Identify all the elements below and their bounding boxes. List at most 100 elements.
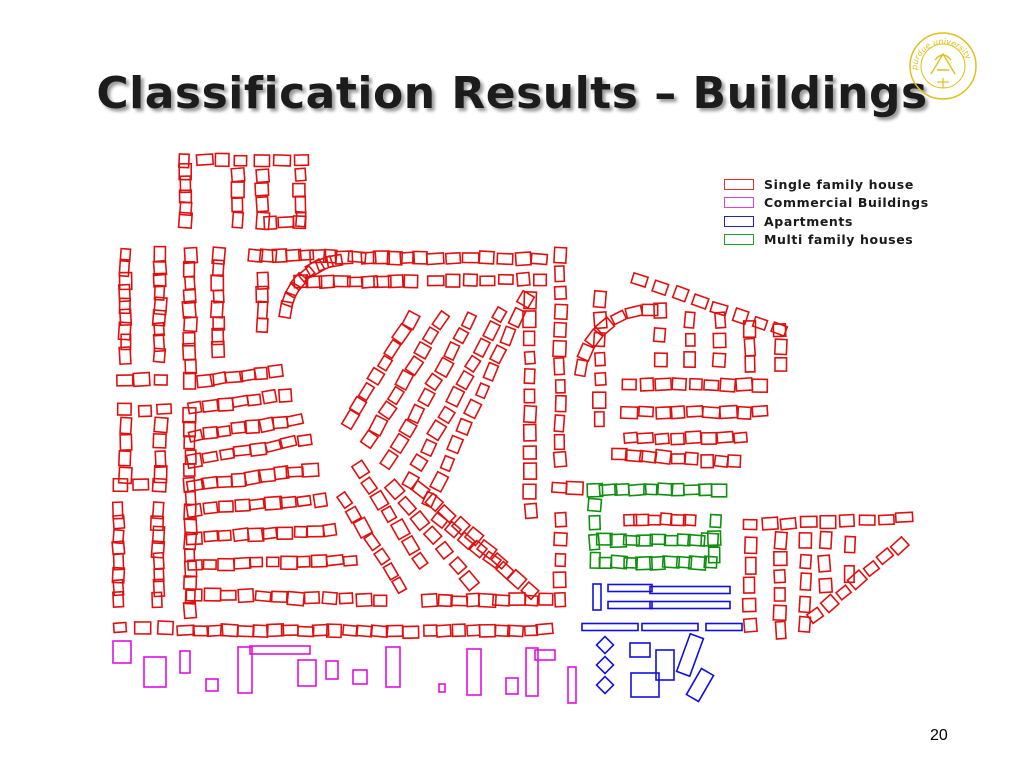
building-footprint	[682, 513, 697, 527]
building-footprint	[357, 381, 376, 402]
building-footprint	[522, 445, 538, 460]
building-footprint	[380, 505, 398, 524]
building-footprint	[713, 454, 729, 468]
building-footprint	[182, 331, 196, 347]
building-footprint	[277, 388, 293, 403]
building-footprint	[598, 556, 613, 570]
building-footprint	[258, 248, 278, 264]
building-footprint	[202, 501, 219, 515]
building-footprint	[182, 406, 197, 424]
building-footprint	[294, 210, 307, 228]
building-footprint	[438, 683, 446, 693]
building-footprint	[267, 363, 284, 379]
building-footprint	[278, 300, 294, 320]
building-footprint	[715, 430, 735, 444]
building-footprint	[685, 667, 715, 703]
building-footprint	[390, 322, 413, 346]
building-footprint	[478, 250, 495, 265]
building-footprint	[352, 669, 368, 685]
building-footprint	[652, 327, 667, 343]
building-footprint	[292, 182, 306, 198]
building-footprint	[434, 540, 455, 561]
building-footprint	[260, 526, 278, 541]
building-footprint	[276, 526, 294, 540]
building-footprint	[137, 404, 153, 418]
building-footprint	[230, 181, 245, 199]
building-footprint	[455, 417, 473, 437]
building-footprint	[344, 505, 363, 524]
building-footprint	[359, 429, 380, 450]
building-footprint	[264, 439, 283, 454]
building-footprint	[654, 432, 670, 446]
building-footprint	[877, 514, 896, 526]
legend-swatch	[724, 197, 754, 209]
legend-swatch	[724, 215, 754, 227]
building-footprint	[231, 394, 250, 409]
building-footprint	[285, 248, 302, 263]
building-footprint	[112, 477, 129, 493]
building-footprint	[185, 452, 204, 470]
building-footprint	[713, 311, 727, 330]
building-footprint	[591, 391, 607, 410]
building-footprint	[249, 645, 311, 655]
building-footprint	[305, 275, 323, 289]
building-footprint	[624, 448, 644, 463]
building-footprint	[422, 624, 438, 637]
building-footprint	[355, 592, 373, 608]
building-footprint	[751, 404, 769, 418]
building-footprint	[592, 311, 608, 330]
building-footprint	[818, 577, 834, 594]
building-footprint	[671, 377, 688, 392]
building-footprint	[581, 622, 639, 632]
building-footprint	[350, 459, 371, 480]
building-footprint	[627, 483, 648, 497]
building-footprint	[352, 516, 374, 540]
building-footprint	[334, 250, 354, 265]
building-footprint	[450, 595, 469, 607]
building-footprint	[153, 568, 165, 583]
building-footprint	[433, 356, 455, 379]
building-footprint	[342, 555, 359, 567]
building-footprint	[685, 405, 704, 418]
building-footprint	[522, 310, 537, 329]
building-footprint	[444, 251, 462, 265]
building-footprint	[462, 273, 479, 287]
building-footprint	[889, 535, 911, 557]
building-footprint	[624, 304, 644, 320]
building-footprint	[252, 624, 269, 639]
building-footprint	[593, 411, 605, 428]
building-footprint	[594, 315, 616, 337]
building-footprint	[185, 531, 203, 546]
building-footprint	[732, 431, 749, 444]
building-footprint	[210, 274, 225, 292]
building-footprint	[285, 412, 305, 428]
building-footprint	[201, 450, 219, 464]
building-footprint	[178, 201, 193, 217]
building-footprint	[622, 534, 641, 547]
building-footprint	[623, 556, 639, 569]
building-footprint	[553, 303, 569, 321]
building-footprint	[462, 398, 483, 420]
building-footprint	[118, 258, 131, 278]
building-footprint	[309, 249, 327, 264]
building-footprint	[697, 483, 713, 497]
building-footprint	[256, 300, 269, 320]
building-footprint	[219, 589, 237, 601]
building-footprint	[707, 546, 721, 564]
building-footprint	[254, 590, 272, 603]
building-footprint	[183, 516, 198, 536]
building-footprint	[468, 539, 489, 559]
building-footprint	[445, 273, 461, 288]
building-footprint	[472, 337, 492, 359]
building-footprint	[217, 557, 236, 572]
building-footprint	[111, 501, 124, 520]
building-footprint	[846, 569, 869, 591]
building-footprint	[567, 666, 577, 704]
building-footprint	[373, 594, 388, 607]
building-footprint	[296, 494, 312, 508]
building-footprint	[118, 271, 133, 291]
building-footprint	[112, 552, 125, 571]
building-footprint	[675, 555, 693, 569]
building-footprint	[607, 583, 653, 593]
building-footprint	[153, 296, 168, 316]
